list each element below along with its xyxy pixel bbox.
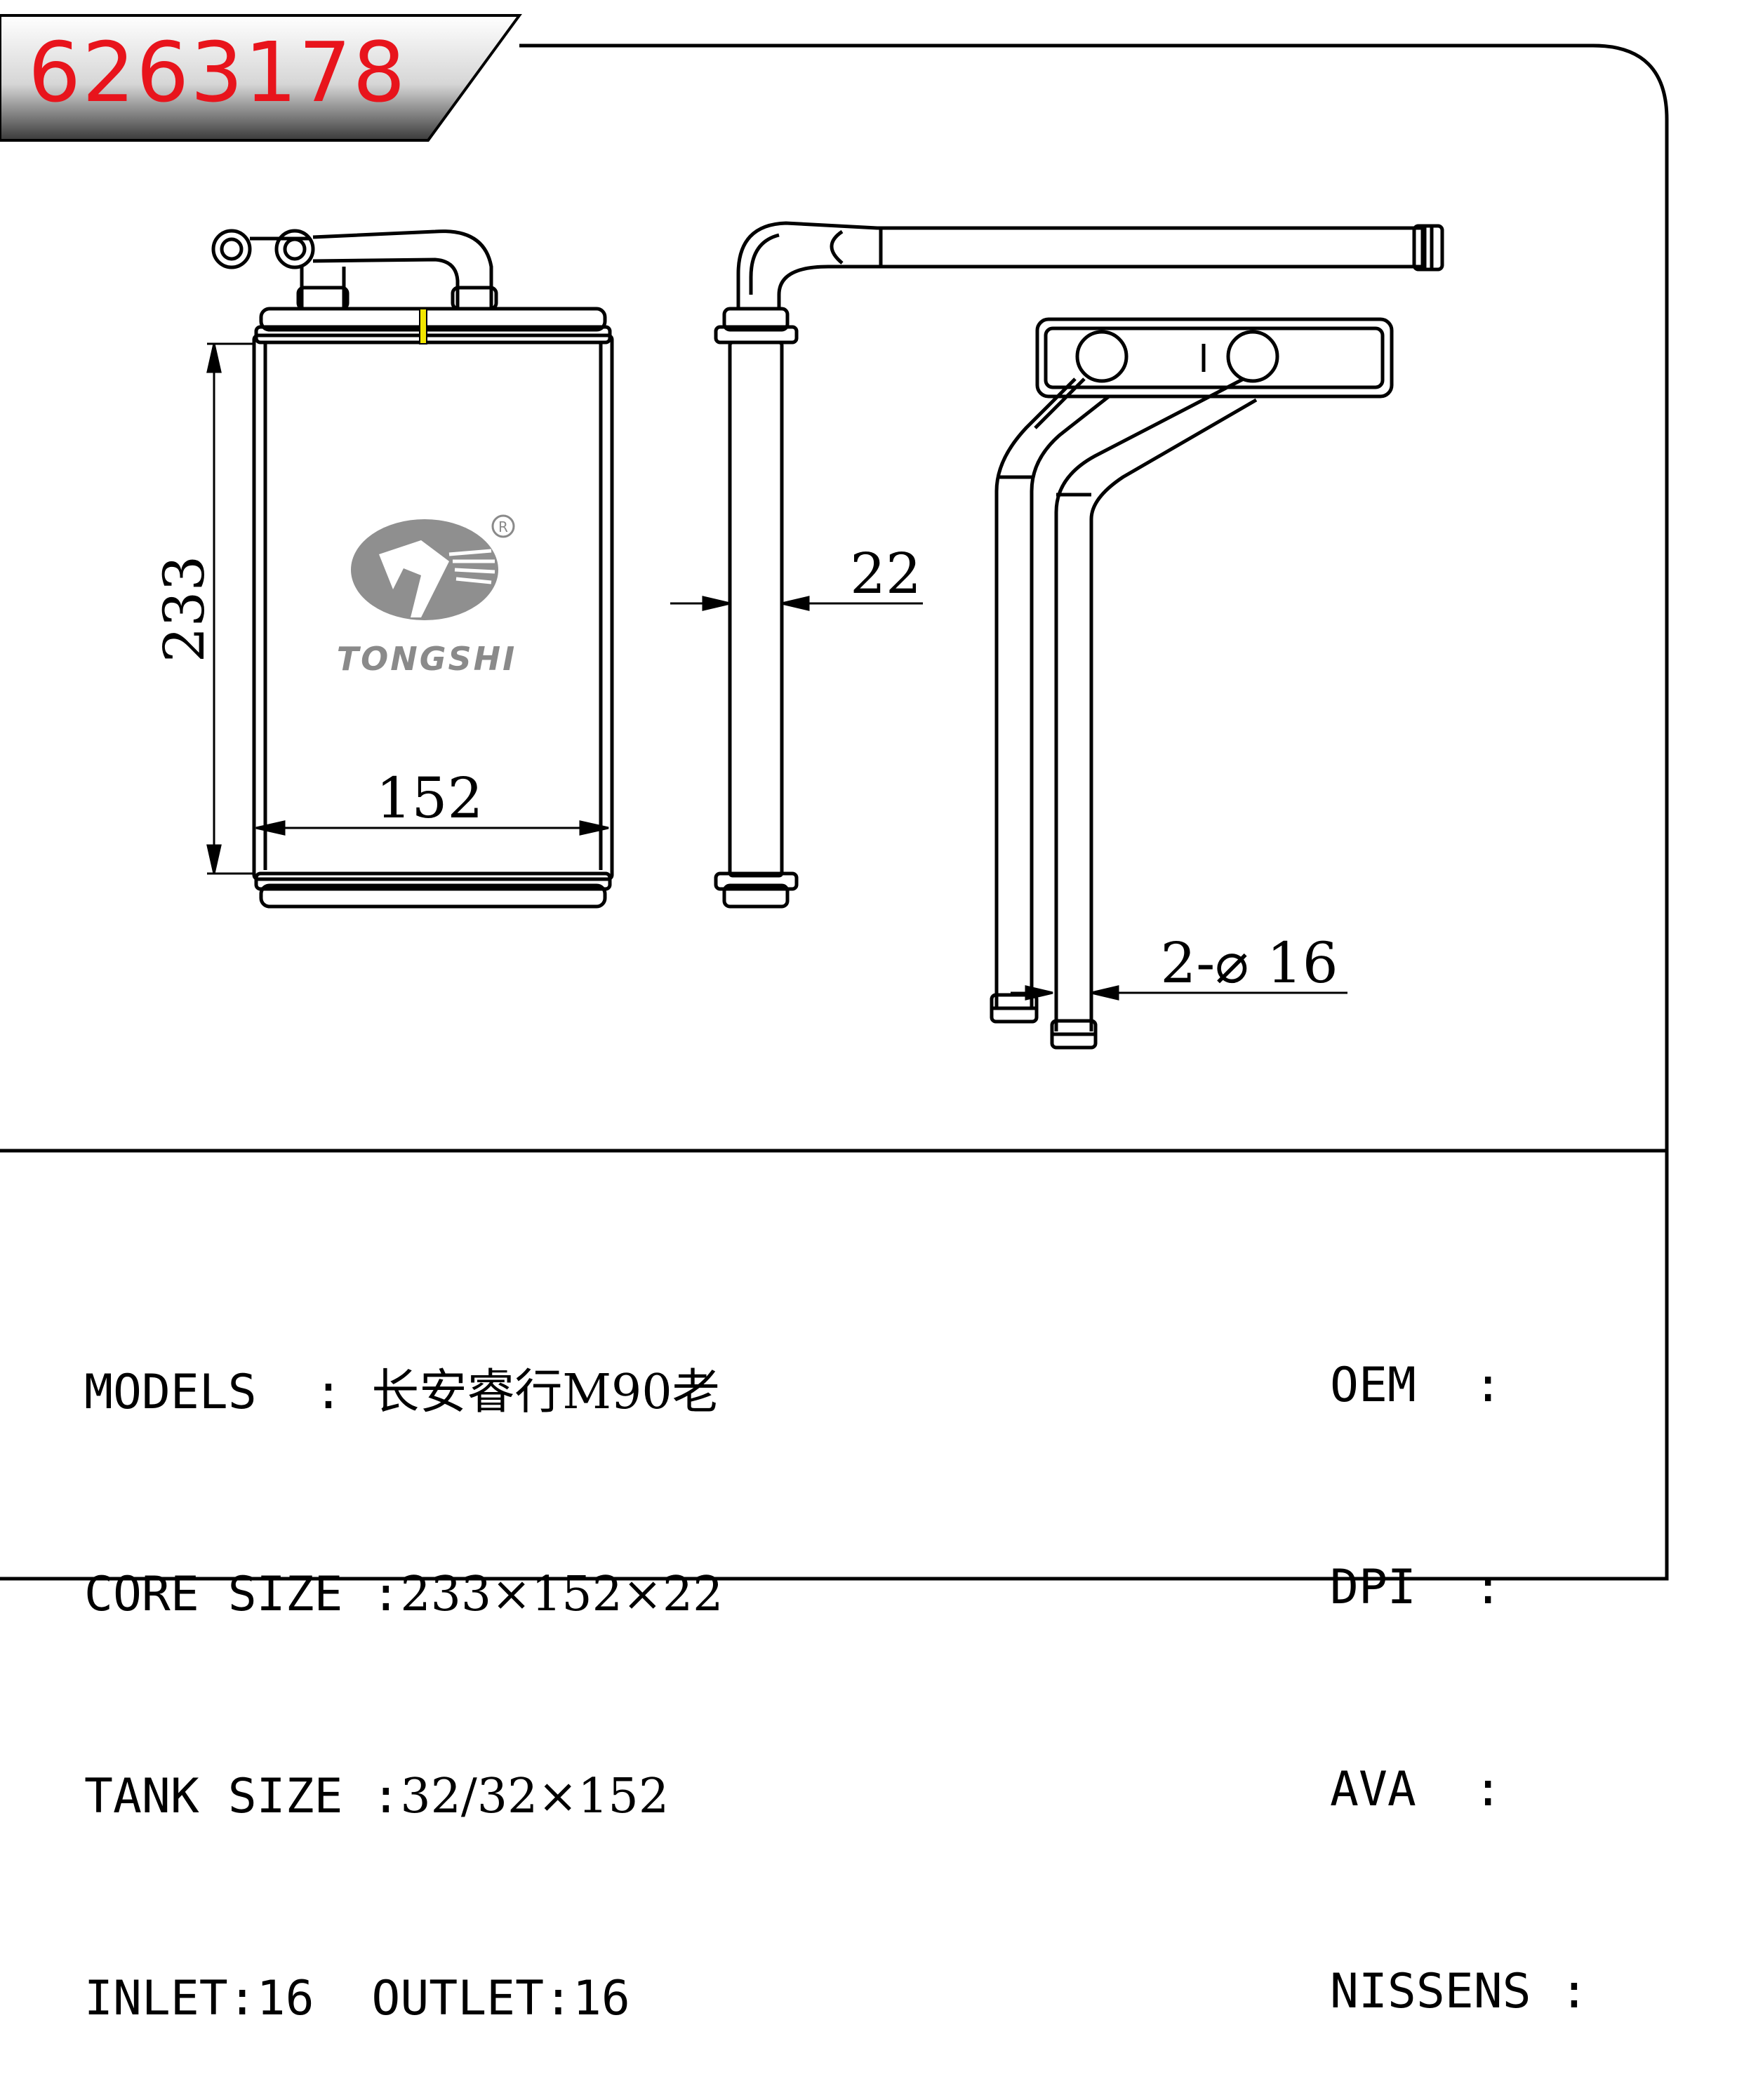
drawing-frame: 233 152 R TONGSHI 22	[0, 44, 1669, 1581]
nissens-row: NISSENS :	[1330, 1964, 1589, 2019]
part-number-badge	[0, 14, 522, 142]
dpi-row: DPI :	[1330, 1560, 1503, 1615]
width-label: 152	[376, 765, 484, 831]
thickness-dimension	[670, 596, 923, 611]
tongshi-logo: R TONGSHI	[337, 514, 517, 678]
ava-row: AVA :	[1330, 1762, 1503, 1817]
specs-block: MODELS : 长安睿行M90老 CORE SIZE :233×152×22 …	[84, 1224, 723, 2100]
core-size-value: 233×152×22	[400, 1567, 724, 1622]
pipe-dimension	[1011, 985, 1347, 1001]
pipe-view	[990, 317, 1394, 1050]
core-size-row: CORE SIZE :233×152×22	[84, 1561, 723, 1628]
core-size-label: CORE SIZE :	[84, 1567, 401, 1622]
tank-size-row: TANK SIZE :32/32×152	[84, 1763, 723, 1831]
models-label: MODELS :	[84, 1365, 343, 1420]
thickness-label: 22	[850, 541, 921, 606]
models-row: MODELS : 长安睿行M90老	[84, 1359, 723, 1426]
height-dimension	[206, 342, 254, 875]
models-value: 长安睿行M90老	[371, 1365, 720, 1420]
oem-row: OEM :	[1330, 1358, 1503, 1413]
logo-brand: TONGSHI	[337, 640, 517, 678]
front-view	[211, 229, 614, 909]
inlet-outlet-row: INLET:16 OUTLET:16	[84, 1971, 630, 2026]
height-label: 233	[152, 556, 217, 663]
part-number: 6263178	[28, 24, 407, 121]
width-dimension	[255, 820, 609, 836]
tank-size-value: 32/32×152	[400, 1769, 670, 1824]
references-block: OEM : DPI : AVA : NISSENS :	[1330, 1217, 1588, 2093]
registered-mark: R	[498, 519, 508, 535]
side-view	[714, 221, 1444, 909]
pipe-label: 2-⌀ 16	[1160, 930, 1338, 996]
tank-size-label: TANK SIZE :	[84, 1769, 401, 1824]
